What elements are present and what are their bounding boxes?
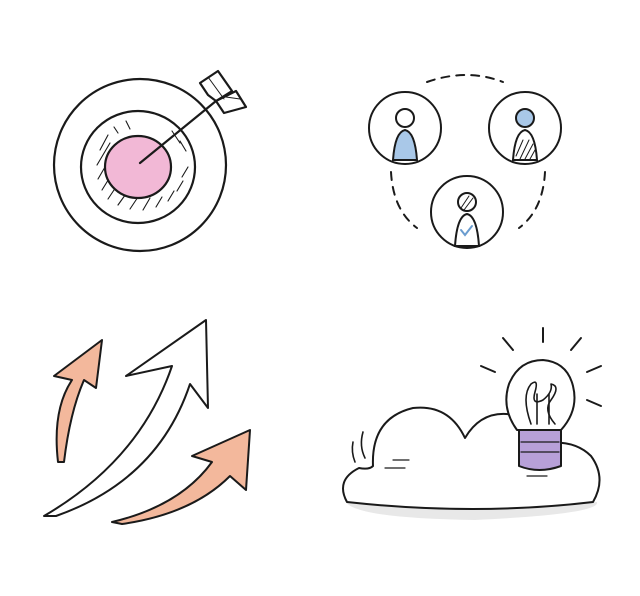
team-network-icon	[368, 74, 562, 249]
cloud-lightbulb-idea-icon	[342, 327, 602, 520]
target-with-arrow-icon	[52, 69, 248, 253]
growth-arrows-icon	[43, 319, 251, 525]
